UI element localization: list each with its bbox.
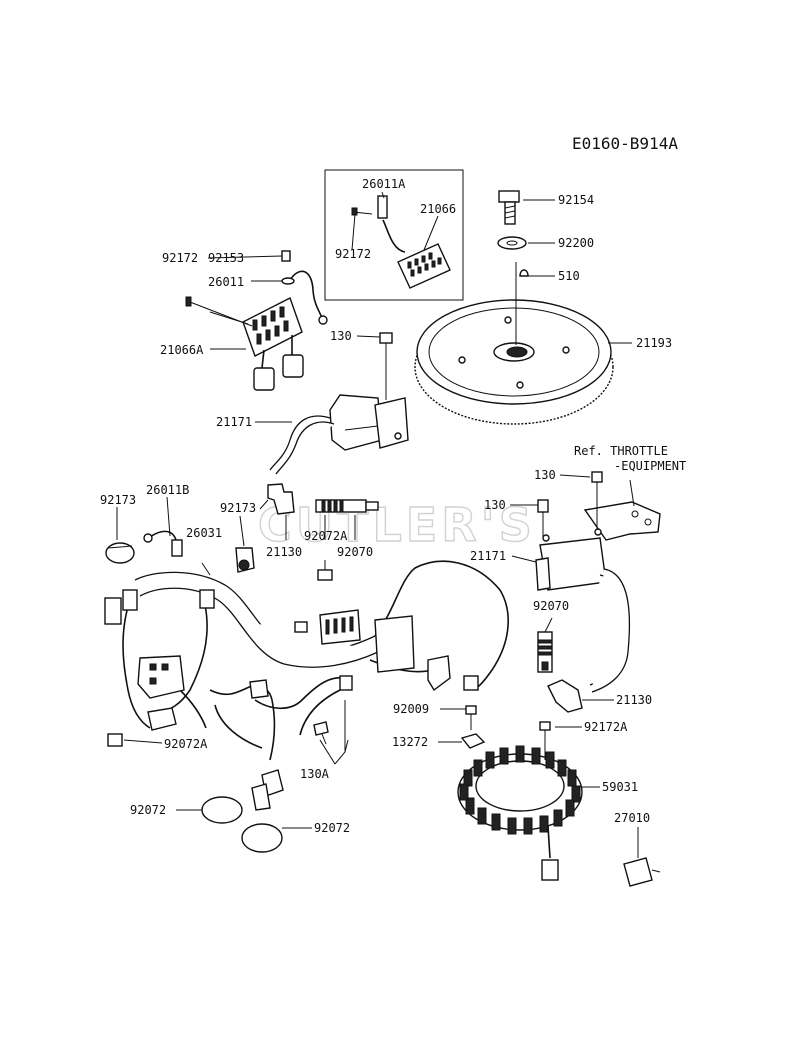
callout-130-right-lower: 130 <box>484 498 506 512</box>
callout-13272: 13272 <box>392 735 428 749</box>
callout-21193: 21193 <box>636 336 672 350</box>
regulator-21066 <box>397 243 451 289</box>
callout-26031: 26031 <box>186 526 222 540</box>
switch-27010 <box>623 857 661 887</box>
spark-plug-92070-right <box>537 631 553 673</box>
callout-92173-mid: 92173 <box>220 501 256 515</box>
callout-92200: 92200 <box>558 236 594 250</box>
plug-cap-21130-right <box>547 679 583 713</box>
callout-92172A: 92172A <box>584 720 628 734</box>
regulator-assembly-21066A <box>185 250 328 391</box>
callout-510: 510 <box>558 269 580 283</box>
washer-92200 <box>497 236 527 250</box>
callout-26011: 26011 <box>208 275 244 289</box>
callout-92009: 92009 <box>393 702 429 716</box>
callout-92154: 92154 <box>558 193 594 207</box>
plug-cap-21130-upper <box>267 483 295 515</box>
ref-throttle-line2: -EQUIPMENT <box>614 459 686 473</box>
callout-21130-right: 21130 <box>616 693 652 707</box>
callout-92072-right: 92072 <box>314 821 350 835</box>
ignition-coil-21171-right <box>535 471 631 693</box>
callout-92173-left: 92173 <box>100 493 136 507</box>
hose-clamp-92072-left <box>201 769 284 824</box>
regulator-inset-box <box>324 169 464 301</box>
clamp-92173-left <box>105 542 135 564</box>
callout-92172-box: 92172 <box>335 247 371 261</box>
callout-21066: 21066 <box>420 202 456 216</box>
callout-21130-left: 21130 <box>266 545 302 559</box>
throttle-bracket <box>583 479 661 541</box>
callout-92070-left: 92070 <box>337 545 373 559</box>
callout-26011B: 26011B <box>146 483 189 497</box>
lead-26011B <box>143 530 183 557</box>
callout-59031: 59031 <box>602 780 638 794</box>
hose-clamp-92072-right <box>241 823 283 853</box>
bolt-130A <box>313 721 329 745</box>
callout-92072A-mid: 92072A <box>304 529 348 543</box>
bolt-92172A <box>539 721 551 760</box>
callout-92153: 92153 <box>208 251 244 265</box>
spark-plug-92070-upper <box>315 499 379 513</box>
watermark-logo: CUTLER'S <box>258 498 536 552</box>
callout-21171-top: 21171 <box>216 415 252 429</box>
callout-130-top: 130 <box>330 329 352 343</box>
ref-throttle-line1: Ref. THROTTLE <box>574 444 668 458</box>
connector-92072A-mid <box>317 560 333 581</box>
callout-21171-right: 21171 <box>470 549 506 563</box>
ground-lead-26011A <box>351 195 406 253</box>
stator-59031 <box>457 745 583 881</box>
leader-lines <box>116 191 639 858</box>
callout-21066A: 21066A <box>160 343 204 357</box>
callout-27010: 27010 <box>614 811 650 825</box>
plate-13272 <box>460 733 486 749</box>
callout-92072A-left: 92072A <box>164 737 208 751</box>
callout-130-right-upper: 130 <box>534 468 556 482</box>
clamp-92173-mid <box>235 547 255 573</box>
callout-26011A: 26011A <box>362 177 406 191</box>
screw-92009 <box>465 705 477 730</box>
bolt-92154 <box>498 190 520 225</box>
callout-92072-left: 92072 <box>130 803 166 817</box>
ignition-coil-21171-upper <box>269 332 409 475</box>
wiring-harness-26031 <box>104 560 509 761</box>
callout-92172-top: 92172 <box>162 251 198 265</box>
connector-92072A-left <box>107 733 123 747</box>
callout-130A: 130A <box>300 767 330 781</box>
key-510 <box>519 269 529 277</box>
callout-92070-right: 92070 <box>533 599 569 613</box>
flywheel-21193 <box>414 262 614 425</box>
diagram-code: E0160-B914A <box>572 134 678 153</box>
callout-labels: 92172 92153 26011 21066A 26011A 92172 21… <box>100 177 686 835</box>
